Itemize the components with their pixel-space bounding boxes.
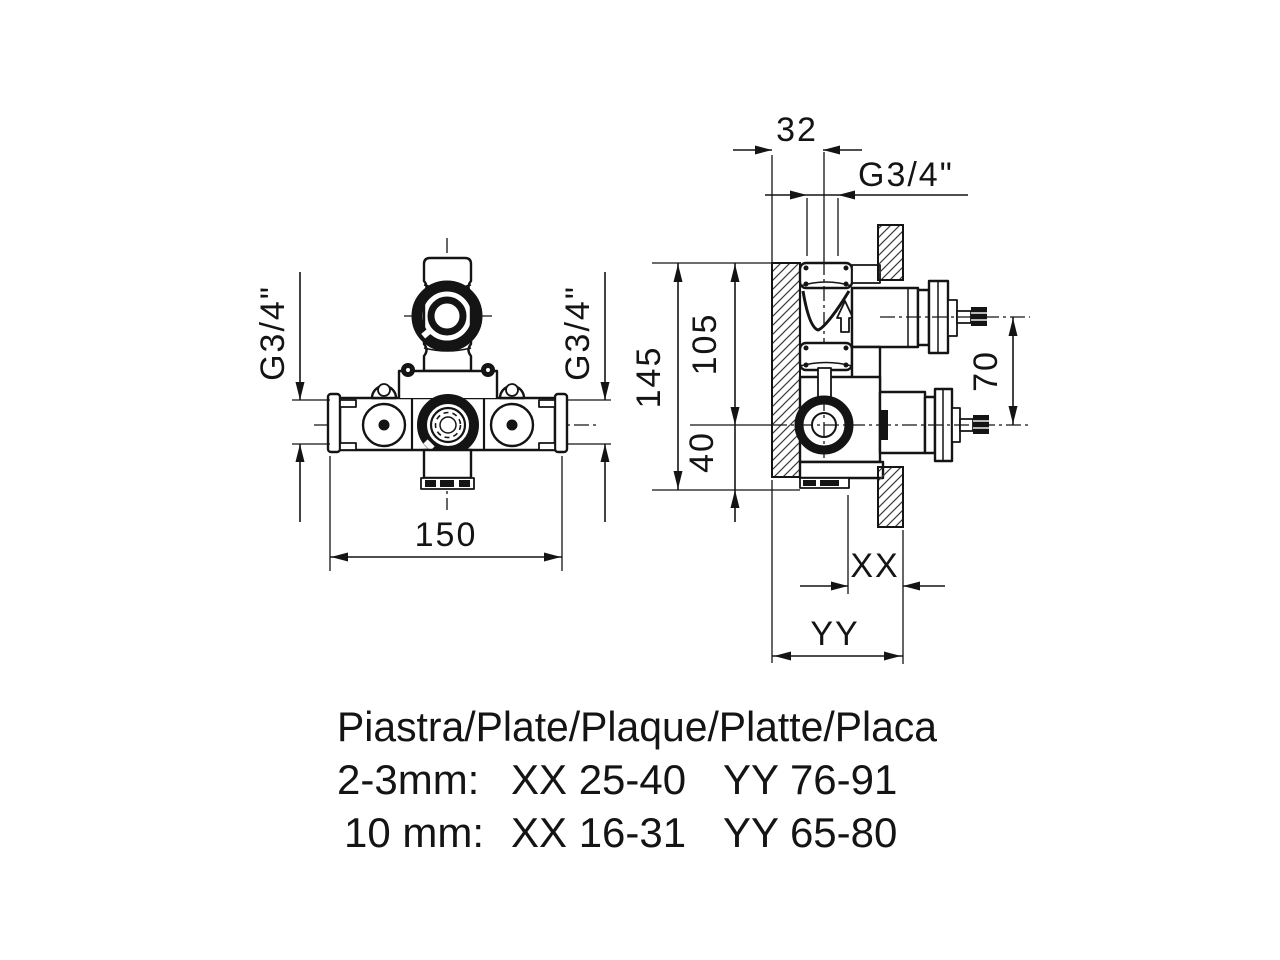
front-view: G3/4" G3/4" 150 (254, 238, 611, 571)
dim-offset-32: 32 (776, 111, 818, 149)
dim-upper-height-105: 105 (686, 313, 724, 376)
spindle-rod (817, 367, 832, 401)
body-boss (397, 369, 499, 398)
dim-stem-spacing-70: 70 (967, 350, 1005, 392)
pipe-flange-right (553, 392, 569, 454)
body-bottom-step (798, 460, 885, 480)
finished-wall-lower (877, 466, 904, 528)
mounting-ear-hole-left (377, 383, 391, 397)
side-port-right-dot (506, 419, 518, 431)
top-port-outer-ring (411, 280, 483, 352)
dim-g34-right: G3/4" (559, 285, 597, 381)
plate-thickness-table: Piastra/Plate/Plaque/Platte/Placa 2-3mm:… (337, 703, 938, 856)
dim-yy: YY (810, 615, 859, 653)
dim-thread-g34: G3/4" (858, 156, 954, 194)
side-port-left-dot (378, 419, 390, 431)
flange-notch (538, 442, 556, 451)
flange-notch (538, 399, 556, 408)
outlet-pad (803, 480, 816, 486)
side-view: 32 G3/4" 145 105 40 70 (630, 111, 1030, 664)
screw-head-left-center (406, 368, 410, 372)
bottom-outlet-stub (422, 448, 473, 480)
outlet-pad (425, 480, 436, 487)
plate-row1-thickness: 2-3mm: (337, 756, 479, 803)
outlet-pad (820, 480, 839, 486)
plate-table-title: Piastra/Plate/Plaque/Platte/Placa (337, 703, 938, 750)
top-port-inner-ring (427, 296, 467, 336)
cartridge-dashed-ring (434, 411, 462, 439)
dim-lower-height-40: 40 (683, 431, 721, 473)
plate-row2-thickness: 10 mm: (344, 809, 484, 856)
rough-wall-section (771, 262, 801, 478)
mounting-ear-hole-right (505, 383, 519, 397)
plate-row2-xx: XX 16-31 (511, 809, 686, 856)
side-dimensions: 32 G3/4" 145 105 40 70 (630, 111, 1018, 664)
outlet-pad (440, 480, 454, 487)
finished-wall-upper (877, 224, 904, 281)
pipe-flange-left (326, 392, 342, 454)
plate-row2-yy: YY 65-80 (723, 809, 897, 856)
top-step (851, 264, 881, 284)
funnel-profile (801, 290, 851, 332)
outlet-pad (459, 480, 470, 487)
screw-head-right-center (486, 368, 490, 372)
cartridge-inner-ring (439, 416, 457, 434)
flange-notch (339, 399, 357, 408)
plate-row1-xx: XX 25-40 (511, 756, 686, 803)
cartridge-mid-ring (429, 406, 467, 444)
front-dimensions: G3/4" G3/4" 150 (254, 272, 611, 571)
plate-row1-yy: YY 76-91 (723, 756, 897, 803)
cartridge-ring-gap (423, 439, 435, 451)
dim-total-height-145: 145 (630, 346, 668, 409)
top-port-ring-gap (421, 326, 434, 339)
dim-g34-left: G3/4" (254, 285, 292, 381)
dim-width-150: 150 (415, 516, 478, 554)
dim-xx: XX (850, 547, 899, 585)
flange-notch (339, 442, 357, 451)
diverter-ring (947, 299, 958, 337)
